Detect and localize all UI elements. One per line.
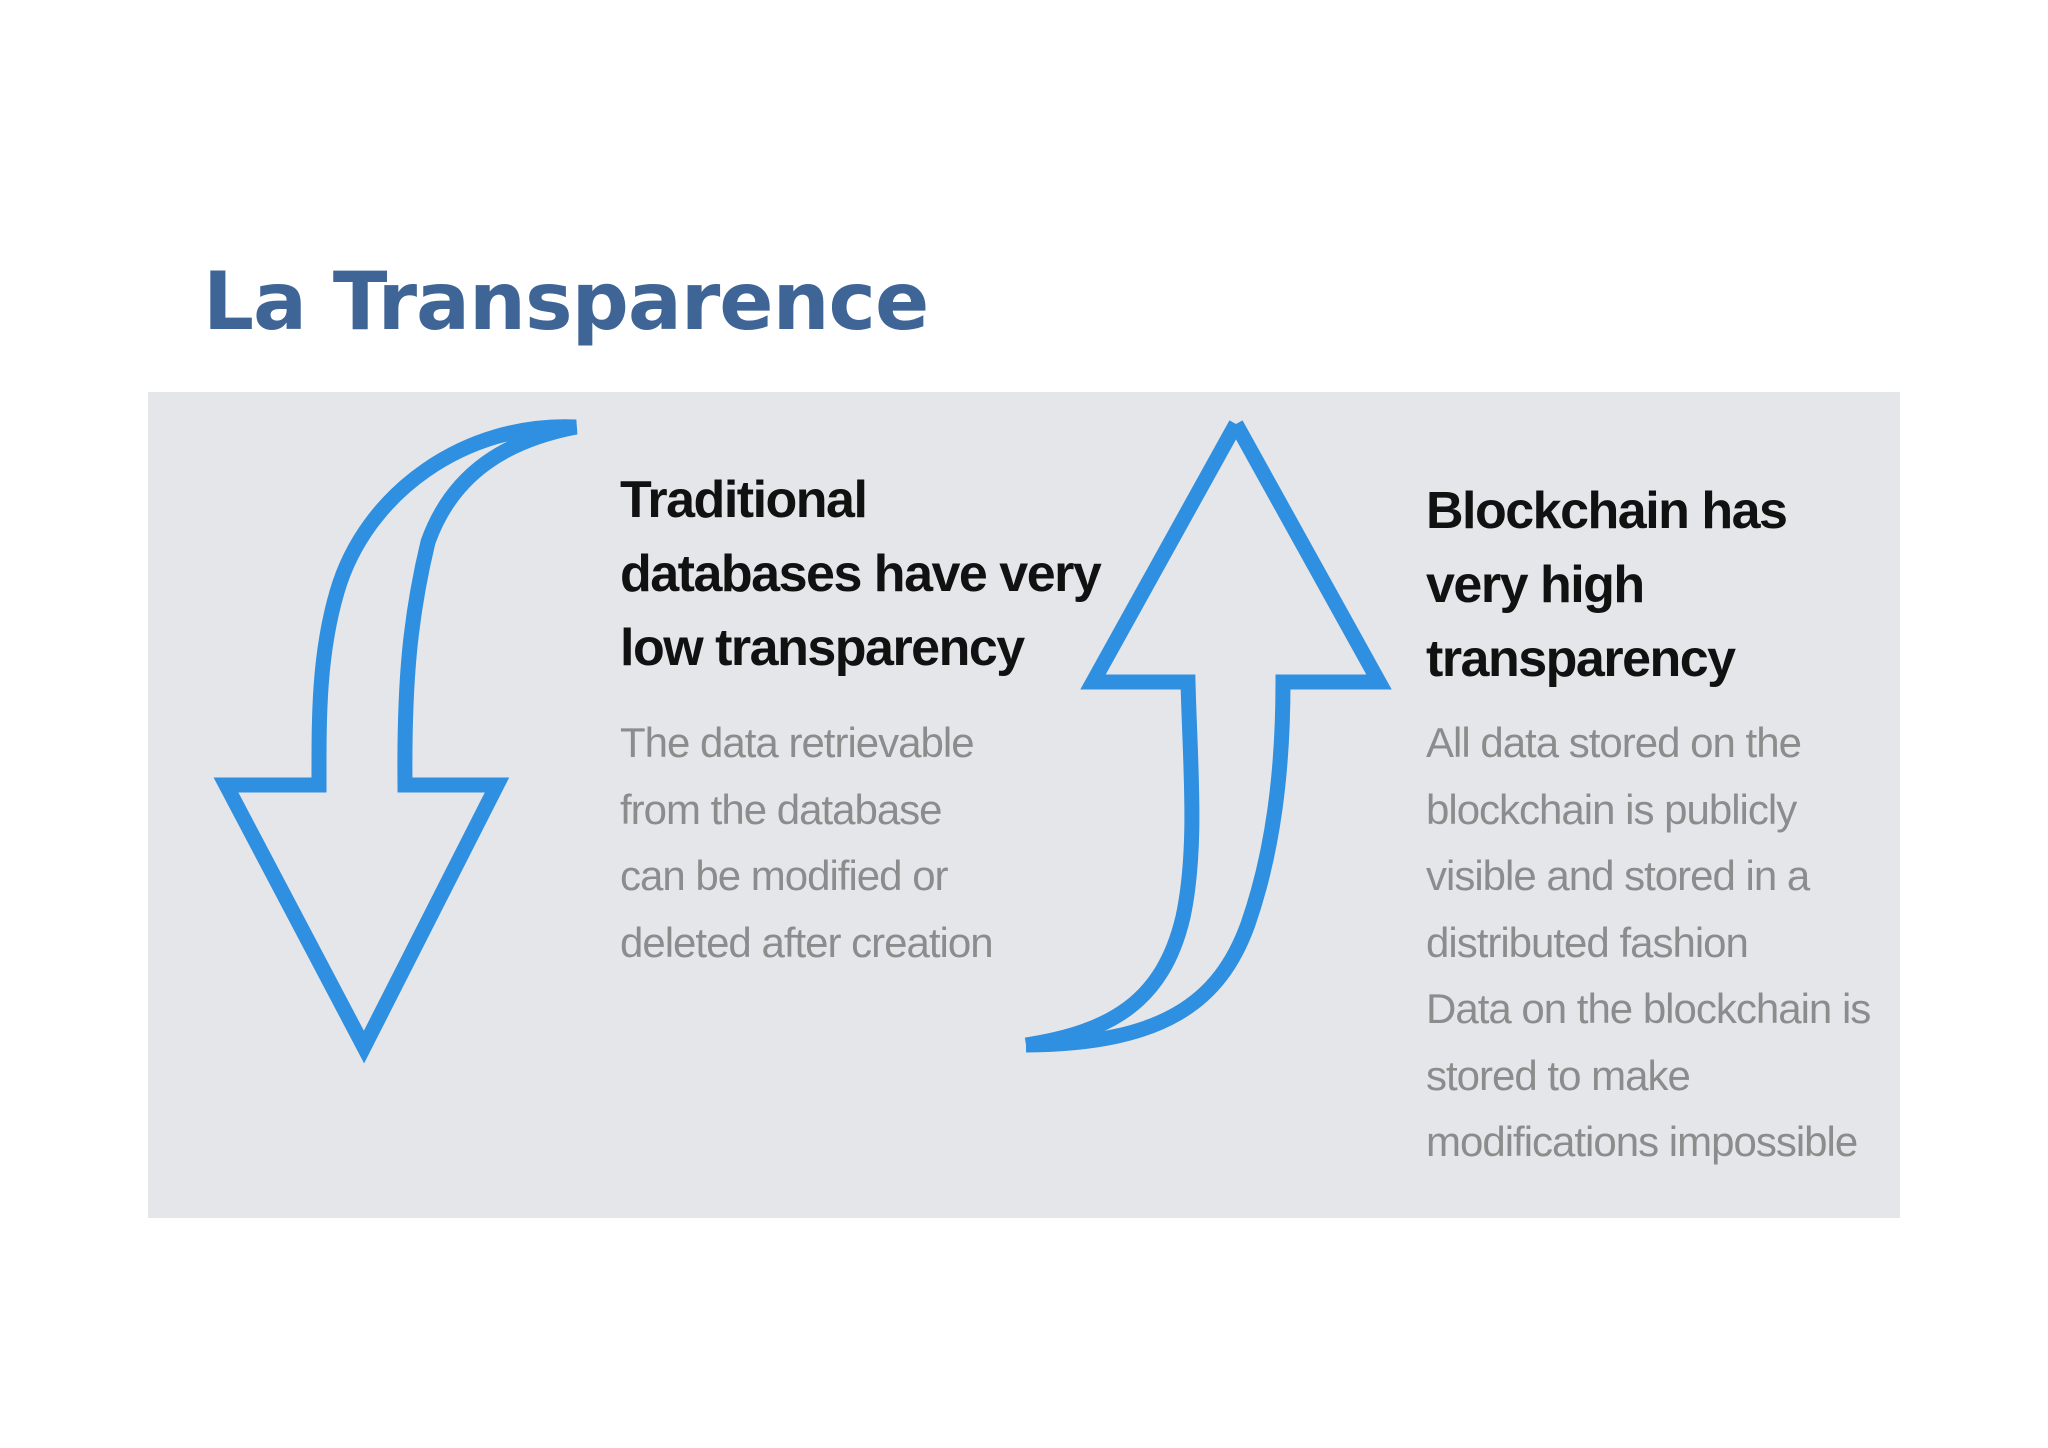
traditional-heading-line: databases have very (620, 545, 1102, 603)
transparency-comparison-panel: Traditional databases have very low tran… (148, 392, 1900, 1218)
blockchain-description-line: blockchain is publicly (1426, 785, 1797, 833)
blockchain-heading-line: very high (1426, 556, 1645, 614)
blockchain-description-line: Data on the blockchain is (1426, 985, 1871, 1032)
blockchain-description: All data stored on the blockchain is pub… (1426, 710, 1871, 1176)
blockchain-description-line: distributed fashion (1426, 918, 1749, 966)
curved-arrow-down-icon (213, 419, 578, 1064)
traditional-description-line: from the database (620, 785, 943, 833)
traditional-heading-line: low transparency (620, 619, 1025, 677)
traditional-heading-line: Traditional (620, 471, 868, 529)
traditional-description-line: The data retrievable (620, 719, 975, 766)
slide-title: La Transparence (203, 255, 929, 348)
blockchain-description-line: visible and stored in a (1426, 852, 1810, 899)
traditional-description-line: deleted after creation (620, 918, 994, 966)
blockchain-heading-line: transparency (1426, 630, 1736, 688)
blockchain-description-line: stored to make (1426, 1051, 1691, 1099)
traditional-description-line: can be modified or (620, 852, 949, 899)
arrows-illustration (213, 419, 1392, 1064)
blockchain-description-line: All data stored on the (1426, 719, 1802, 766)
blockchain-heading: Blockchain has very high transparency (1426, 474, 1788, 696)
blockchain-heading-line: Blockchain has (1426, 482, 1788, 540)
traditional-heading: Traditional databases have very low tran… (620, 463, 1102, 685)
curved-arrow-up-icon (1024, 420, 1392, 1053)
traditional-description: The data retrievable from the database c… (620, 710, 994, 976)
blockchain-description-line: modifications impossible (1426, 1118, 1858, 1165)
